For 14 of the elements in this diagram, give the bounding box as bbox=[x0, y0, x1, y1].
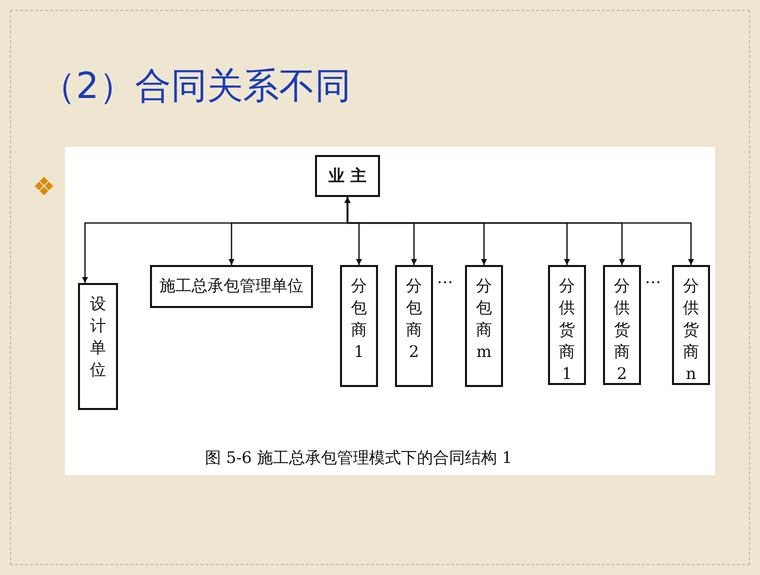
org-box: 分包商1 bbox=[340, 265, 378, 387]
org-box: 分供货商1 bbox=[548, 265, 586, 385]
ellipsis-label: … bbox=[437, 268, 453, 287]
org-box: 分供货商n bbox=[672, 265, 710, 385]
org-box: 施工总承包管理单位 bbox=[150, 265, 313, 308]
figure-caption: 图 5-6 施工总承包管理模式下的合同结构 1 bbox=[205, 448, 512, 469]
owner-box: 业 主 bbox=[315, 155, 380, 197]
org-box: 设计单位 bbox=[78, 283, 118, 410]
slide-title: （2）合同关系不同 bbox=[40, 65, 351, 109]
connector-arrow bbox=[344, 197, 694, 265]
org-box: 分包商m bbox=[465, 265, 503, 387]
ellipsis-label: … bbox=[645, 268, 661, 287]
org-box: 分包商2 bbox=[395, 265, 433, 387]
org-box: 分供货商2 bbox=[603, 265, 641, 385]
